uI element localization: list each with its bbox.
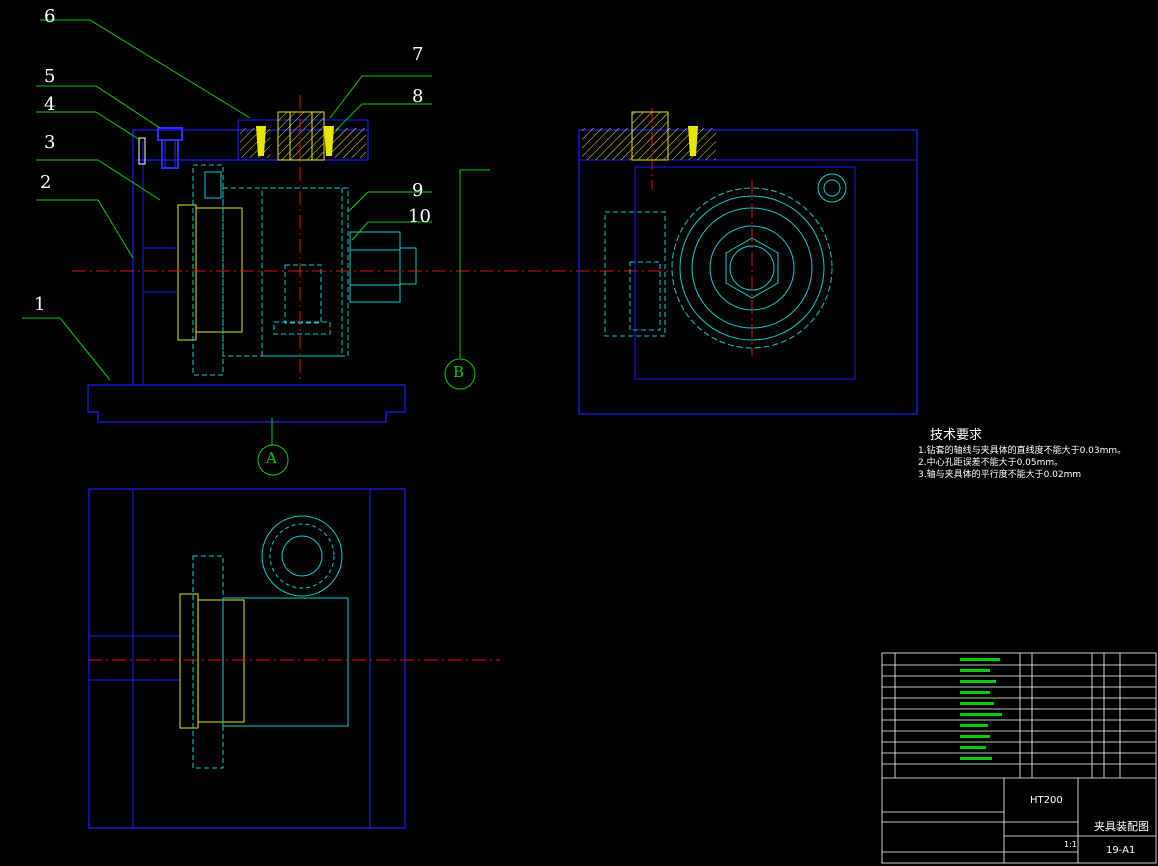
tech-req-item-1: 1.钻套的轴线与夹具体的直线度不能大于0.03mm。	[918, 446, 1127, 456]
front-view	[72, 95, 668, 423]
balloon-8: 8	[412, 86, 424, 107]
scale-value: 1:1	[1064, 840, 1077, 849]
balloon-2: 2	[40, 172, 52, 193]
tech-req-item-3: 3.轴与夹具体的平行度不能大于0.02mm	[918, 470, 1082, 480]
drawing-number: 19-A1	[1106, 845, 1136, 856]
view-marker-b: B	[453, 363, 465, 381]
balloon-5: 5	[44, 66, 56, 87]
balloon-10: 10	[408, 206, 431, 227]
balloon-7: 7	[412, 44, 424, 65]
top-view	[88, 488, 500, 829]
side-view	[578, 111, 918, 415]
tech-req-item-2: 2.中心孔距误差不能大于0.05mm。	[918, 458, 1064, 468]
balloon-9: 9	[412, 180, 424, 201]
bom-entries	[960, 658, 1002, 760]
material-label: HT200	[1030, 795, 1063, 806]
balloon-4: 4	[44, 94, 56, 115]
balloon-6: 6	[44, 6, 56, 27]
title-block-grid	[881, 652, 1157, 864]
view-marker-a: A	[266, 449, 277, 467]
drawing-name: 夹具装配图	[1094, 820, 1149, 833]
tech-req-heading: 技术要求	[930, 428, 983, 443]
leader-lines	[22, 19, 490, 476]
balloon-3: 3	[44, 132, 56, 153]
technical-requirements: 技术要求 1.钻套的轴线与夹具体的直线度不能大于0.03mm。 2.中心孔距误差…	[918, 428, 1127, 481]
balloon-1: 1	[34, 294, 46, 315]
